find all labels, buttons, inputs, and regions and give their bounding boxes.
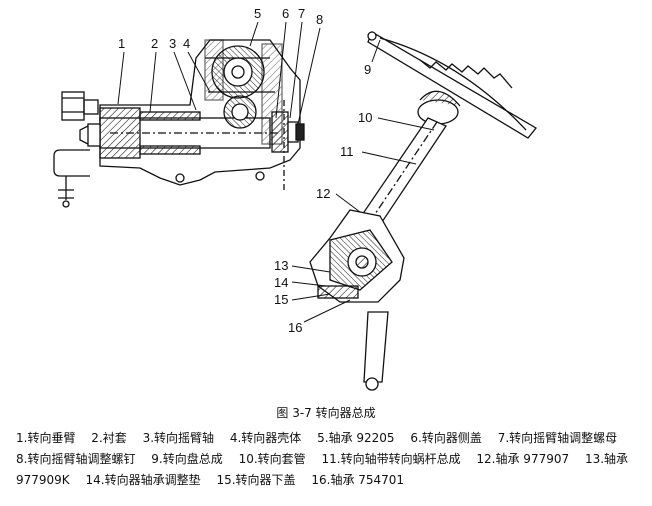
callout-5: 5	[254, 6, 261, 21]
callout-15: 15	[274, 292, 288, 307]
callout-6: 6	[282, 6, 289, 21]
legend-item: 4.转向器壳体	[229, 431, 302, 445]
legend-item: 1.转向垂臂	[16, 431, 76, 445]
callout-11: 11	[340, 144, 354, 159]
callout-labels: 1 2 3 4 5 6 7 8 9 10 11 12 13 14 15 16	[118, 6, 372, 335]
leader-lines	[117, 21, 435, 323]
legend-item: 13.轴承 977909K	[16, 452, 629, 487]
callout-10: 10	[358, 110, 372, 125]
legend-item: 2.衬套	[91, 431, 127, 445]
legend-item: 12.轴承 977907	[476, 452, 570, 466]
legend-item: 15.转向器下盖	[216, 473, 296, 487]
drop-arm	[363, 311, 389, 383]
pitman-arm-shape	[53, 91, 99, 208]
legend-item: 8.转向摇臂轴调整螺钉	[16, 452, 136, 466]
legend-item: 7.转向摇臂轴调整螺母	[497, 431, 618, 445]
legend-item: 9.转向盘总成	[151, 452, 223, 466]
side-cover	[271, 111, 289, 153]
callout-9: 9	[364, 62, 371, 77]
callout-7: 7	[298, 6, 305, 21]
callout-14: 14	[274, 275, 288, 290]
callout-16: 16	[288, 320, 302, 335]
legend-item: 6.转向器侧盖	[410, 431, 482, 445]
steering-gear-assembly-drawing: 1 2 3 4 5 6 7 8 9 10 11 12 13 14 15 16	[53, 6, 537, 391]
callout-3: 3	[169, 36, 176, 51]
legend-item: 14.转向器轴承调整垫	[85, 473, 201, 487]
callout-1: 1	[118, 36, 125, 51]
callout-2: 2	[151, 36, 158, 51]
legend-item: 16.轴承 754701	[311, 473, 405, 487]
callout-13: 13	[274, 258, 288, 273]
parts-legend: 1.转向垂臂 2.衬套 3.转向摇臂轴 4.转向器壳体 5.轴承 92205 6…	[16, 428, 640, 491]
column-assembly-view	[309, 31, 537, 391]
steering-column-tube	[359, 117, 447, 229]
legend-item: 11.转向轴带转向蜗杆总成	[321, 452, 461, 466]
legend-item: 3.转向摇臂轴	[142, 431, 215, 445]
legend-item: 5.轴承 92205	[317, 431, 395, 445]
callout-12: 12	[316, 186, 330, 201]
legend-item: 10.转向套管	[238, 452, 306, 466]
callout-4: 4	[183, 36, 190, 51]
callout-8: 8	[316, 12, 323, 27]
gearbox-section-view	[53, 39, 305, 208]
steering-wheel	[367, 31, 537, 139]
figure-caption: 图 3-7 转向器总成	[276, 406, 376, 420]
